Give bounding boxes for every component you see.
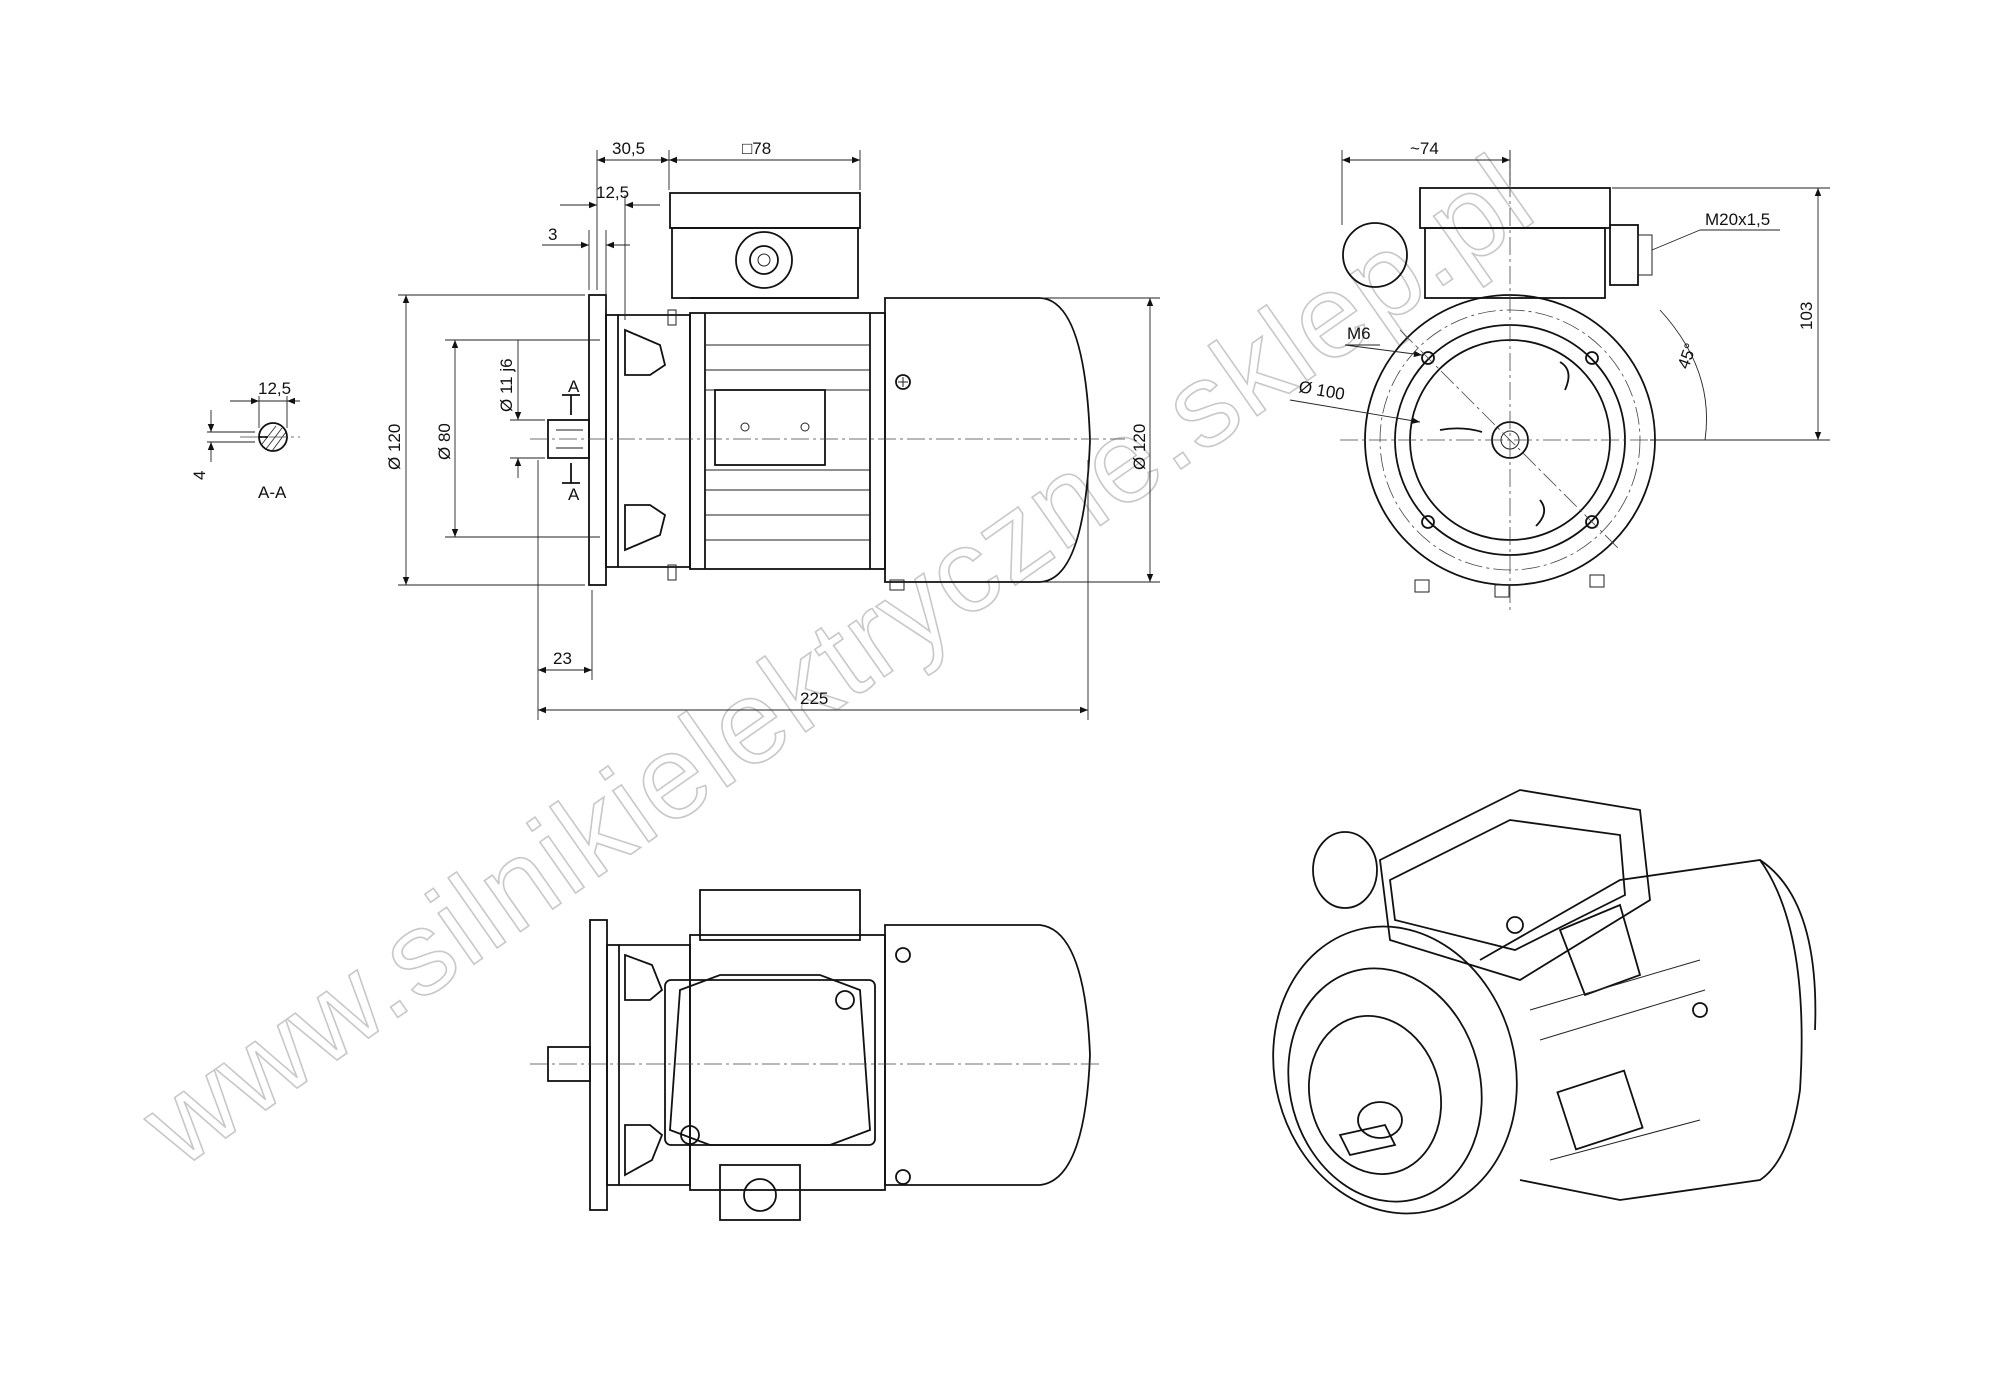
dim-23: 23 [553,649,572,668]
dim-dia-80: Ø 80 [435,423,454,460]
dim-3: 3 [548,225,557,244]
dim-key-depth: 4 [190,471,209,480]
dim-m20x1-5: M20x1,5 [1705,210,1770,229]
dim-dia-120-cover: Ø 120 [1130,424,1149,470]
side-view: A A 30,5 □78 12,5 3 Ø 120 Ø 80 Ø 11 [385,139,1160,720]
watermark-text: www.silnikielektryczne.sklep.pl [118,130,1556,1192]
section-marker-bottom: A [568,485,580,504]
section-marker-top: A [568,377,580,396]
end-view: ~74 M20x1,5 103 M6 Ø 100 45° [1289,139,1830,610]
dim-m6: M6 [1347,324,1371,343]
dim-square-78: □78 [742,139,771,158]
dim-approx-74: ~74 [1410,139,1439,158]
top-view [530,889,1100,1221]
isometric-view [1272,789,1817,1215]
watermark: www.silnikielektryczne.sklep.pl [118,129,1558,1193]
dim-dia-11-j6: Ø 11 j6 [497,358,516,412]
dim-12-5: 12,5 [596,183,629,202]
section-a-a-view: 12,5 4 A-A [190,379,300,502]
dim-dia-120-flange: Ø 120 [385,424,404,470]
dim-225: 225 [800,689,828,708]
section-label: A-A [258,483,287,502]
dim-30-5: 30,5 [612,139,645,158]
dim-key-width: 12,5 [258,379,291,398]
dim-103: 103 [1797,302,1816,330]
